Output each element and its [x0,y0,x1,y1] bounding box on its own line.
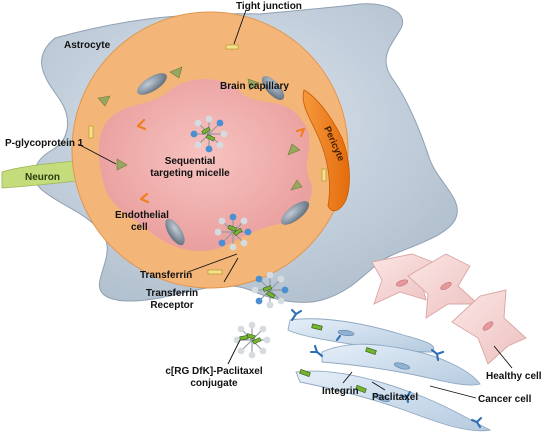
tight-junction-marker [225,44,239,50]
tight-junction-marker [321,168,327,182]
paclitaxel-icon [299,369,311,377]
tight-junction-marker [88,125,94,139]
nucleus-icon [374,394,390,402]
paclitaxel-icon [239,334,249,341]
nucleus-icon [337,329,355,337]
nucleus-icon [482,321,494,331]
paclitaxel-icon [365,347,377,355]
brain-capillary-label: Brain capillary [220,81,289,92]
transferrin-receptor-group [136,118,306,204]
transferrin-receptor-label-line2: Receptor [150,300,193,311]
transferrin-label: Transferrin [140,270,192,281]
leader-line [493,345,513,369]
leader-line [342,371,353,384]
p-glycoprotein-label: P-glycoprotein 1 [5,138,84,149]
integrin-icon [470,416,483,429]
endothelial-label-line2: cell [131,222,148,233]
paclitaxel-icon [355,384,367,394]
integrin-icon [400,390,412,404]
tight-junction-label: Tight junction [236,1,302,12]
micelle-icon [251,271,289,309]
leader-line [77,143,117,165]
conjugate-label-line1: c[RG DfK]-Paclitaxel [165,366,262,377]
healthy-cell [371,253,439,305]
p-glycoprotein-icon [247,78,260,91]
paclitaxel-label: Paclitaxel [372,392,418,403]
labels: Tight junction Astrocyte Brain capillary… [5,1,542,405]
paclitaxel-icon [311,323,323,331]
p-glycoprotein-icon [290,179,303,191]
nucleus-icon [280,201,310,225]
endothelial-organelles [137,73,310,246]
leader-line [223,257,239,283]
healthy-cells [371,253,527,365]
tight-junction-marker [207,269,223,275]
p-glycoprotein-icon [287,143,301,156]
integrin-icon [309,344,324,358]
nucleus-icon [440,281,452,291]
p-glycoprotein-group [97,66,303,191]
nucleus-icon [395,279,409,287]
leader-line [233,9,247,45]
micelle-icon [214,213,252,251]
nucleus-icon [165,218,185,246]
micelle-icon [233,321,271,359]
micelle-label-line1: Sequential [165,156,216,167]
p-glycoprotein-icon [116,158,128,171]
nucleus-icon [393,362,411,370]
conjugate-label-line2: conjugate [190,378,238,389]
tight-junctions [88,44,327,275]
transferrin-icon [139,192,150,204]
astrocyte-label: Astrocyte [64,40,111,51]
cancer-cell [295,370,492,432]
paclitaxel-group [239,323,377,394]
nucleus-icon [137,73,167,95]
neuron-label: Neuron [25,172,60,183]
leader-line [227,339,241,365]
leader-lines [77,9,513,399]
leader-line [371,381,386,391]
integrin-icon [430,348,445,362]
leader-line [429,385,477,399]
micelle-label-line2: targeting micelle [150,168,230,179]
cancer-cell [287,318,435,353]
endothelial-label-line1: Endothelial [115,210,169,221]
healthy-cell-label: Healthy cell [486,371,542,382]
transferrin-icon [295,127,306,138]
leader-line [187,253,238,273]
cancer-cell-label: Cancer cell [478,394,532,405]
micelle-icon [190,115,228,153]
nucleus-icon [261,76,285,100]
integrin-icon [290,308,303,322]
p-glycoprotein-icon [169,66,183,79]
p-glycoprotein-icon [97,95,111,107]
cancer-cells [287,318,492,432]
integrin-icon [335,334,342,342]
transferrin-icon [136,118,147,131]
transferrin-receptor-label-line1: Transferrin [146,288,198,299]
integrin-group [290,308,483,429]
integrin-label: Integrin [322,386,359,397]
